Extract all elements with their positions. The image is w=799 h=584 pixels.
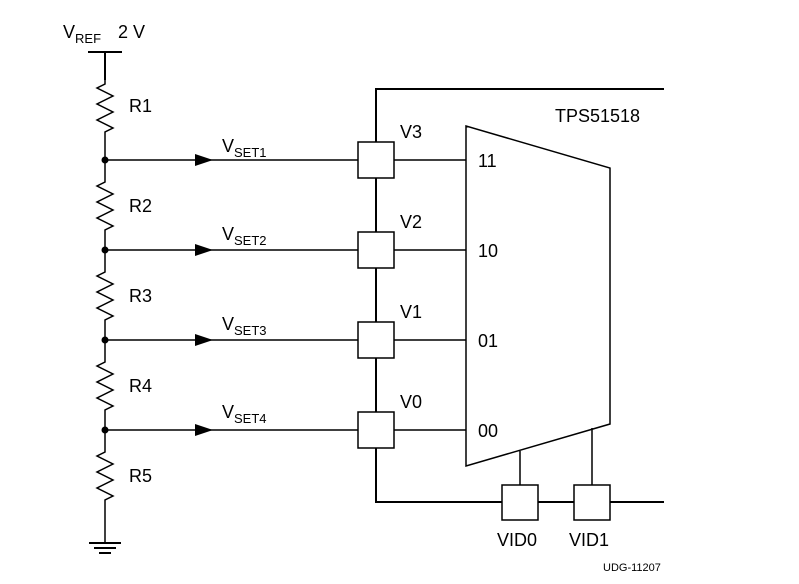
r3-label: R3 bbox=[129, 286, 152, 306]
pin-v3-label: V3 bbox=[400, 122, 422, 142]
pin-v0-label: V0 bbox=[400, 392, 422, 412]
pin-v0 bbox=[357, 411, 395, 449]
mux-input-10: 10 bbox=[478, 241, 498, 261]
resistor-r4 bbox=[95, 340, 115, 430]
vref-value: 2 V bbox=[118, 22, 145, 42]
pin-v2-label: V2 bbox=[400, 212, 422, 232]
pin-v2 bbox=[357, 231, 395, 269]
r2-label: R2 bbox=[129, 196, 152, 216]
vset4-label: VSET4 bbox=[222, 402, 267, 426]
arrow-icon bbox=[195, 244, 213, 256]
vref-label: VREF bbox=[63, 22, 101, 46]
ground-icon bbox=[89, 542, 121, 554]
multiplexer bbox=[465, 125, 611, 467]
resistor-r1 bbox=[95, 80, 115, 160]
resistor-r5 bbox=[95, 430, 115, 542]
mux-input-01: 01 bbox=[478, 331, 498, 351]
pin-vid1 bbox=[573, 484, 611, 521]
resistor-r2 bbox=[95, 160, 115, 250]
figure-id: UDG-11207 bbox=[603, 562, 661, 574]
arrow-icon bbox=[195, 424, 213, 436]
r5-label: R5 bbox=[129, 466, 152, 486]
chip-name: TPS51518 bbox=[555, 106, 640, 126]
arrow-icon bbox=[195, 334, 213, 346]
pin-v3 bbox=[357, 141, 395, 179]
mux-input-11: 11 bbox=[478, 151, 497, 171]
pin-v1 bbox=[357, 321, 395, 359]
vid0-label: VID0 bbox=[497, 530, 537, 550]
arrow-icon bbox=[195, 154, 213, 166]
pin-vid0 bbox=[501, 484, 539, 521]
vset1-label: VSET1 bbox=[222, 136, 267, 160]
r4-label: R4 bbox=[129, 376, 152, 396]
vset2-label: VSET2 bbox=[222, 224, 267, 248]
vid1-label: VID1 bbox=[569, 530, 609, 550]
mux-input-00: 00 bbox=[478, 421, 498, 441]
r1-label: R1 bbox=[129, 96, 152, 116]
pin-v1-label: V1 bbox=[400, 302, 422, 322]
vset3-label: VSET3 bbox=[222, 314, 267, 338]
resistor-r3 bbox=[95, 250, 115, 340]
